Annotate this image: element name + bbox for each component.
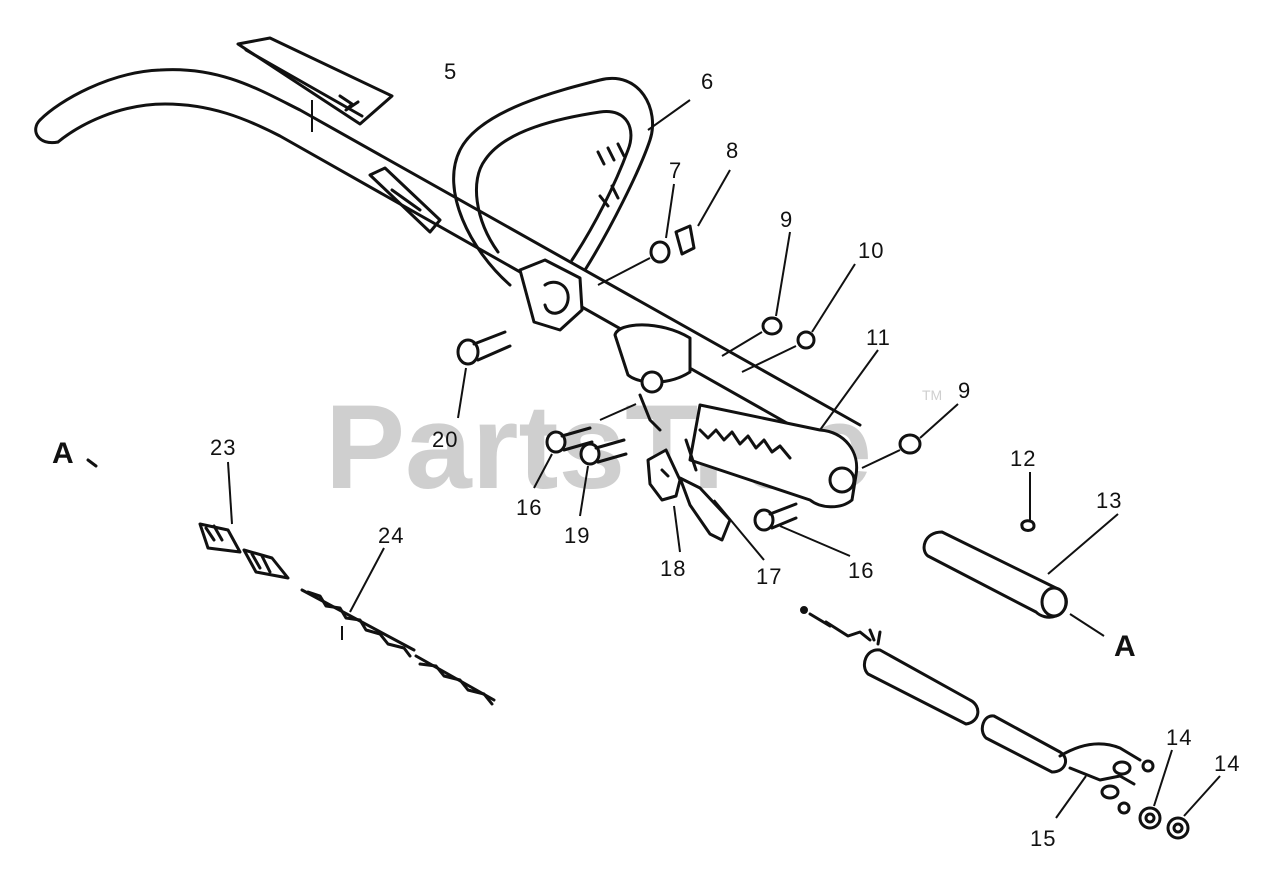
part-18-trigger (646, 448, 682, 553)
callout-16-left: 16 (516, 495, 542, 520)
callout-9-right: 9 (958, 378, 971, 403)
view-marker-right: A (1114, 630, 1136, 663)
part-16-screw-right (753, 502, 851, 557)
callout-8: 8 (726, 138, 739, 163)
part-6-handle (452, 76, 691, 332)
callout-14-left: 14 (1166, 725, 1192, 750)
callout-10: 10 (858, 238, 884, 263)
part-14-nut-left (1138, 749, 1173, 830)
part-cable-assembly (800, 606, 1155, 819)
callout-17: 17 (756, 564, 782, 589)
leader-7-to-clamp (597, 257, 651, 286)
part-10-washer (741, 263, 856, 373)
callout-5: 5 (444, 59, 457, 84)
part-14-nut-right (1166, 775, 1221, 840)
callout-16-right: 16 (848, 558, 874, 583)
callout-19: 19 (564, 523, 590, 548)
part-5-decal (236, 36, 394, 132)
part-19-screw (579, 438, 628, 517)
watermark-trademark: TM (922, 387, 942, 403)
part-20-bolt (456, 330, 512, 419)
part-12-pin (1020, 472, 1036, 532)
part-24-drive-shaft (300, 547, 496, 706)
callout-9-upper: 9 (780, 207, 793, 232)
callout-12: 12 (1010, 446, 1036, 471)
part-11-throttle-housing (688, 349, 879, 509)
callout-11: 11 (866, 325, 891, 350)
part-17-lever (678, 438, 765, 561)
part-7-nut (649, 183, 675, 264)
callout-24: 24 (378, 523, 404, 548)
callout-6: 6 (701, 69, 714, 94)
callout-7: 7 (669, 158, 682, 183)
leader-16-to-clamp (599, 403, 637, 421)
callout-20: 20 (432, 427, 458, 452)
part-9-washer-upper (721, 231, 791, 357)
callout-18: 18 (660, 556, 686, 581)
part-shaft-tube (34, 68, 862, 454)
view-marker-left: A (52, 437, 74, 470)
part-9-washer-right (861, 403, 959, 469)
callout-23: 23 (210, 435, 236, 460)
part-23-bushing (198, 461, 290, 580)
callout-15: 15 (1030, 826, 1056, 851)
part-throttle-clamp (613, 323, 692, 432)
callout-13: 13 (1096, 488, 1122, 513)
part-13-grip-sleeve (922, 513, 1119, 637)
view-marker-tick (86, 458, 98, 468)
callout-14-right: 14 (1214, 751, 1240, 776)
part-8-screw (674, 169, 731, 256)
